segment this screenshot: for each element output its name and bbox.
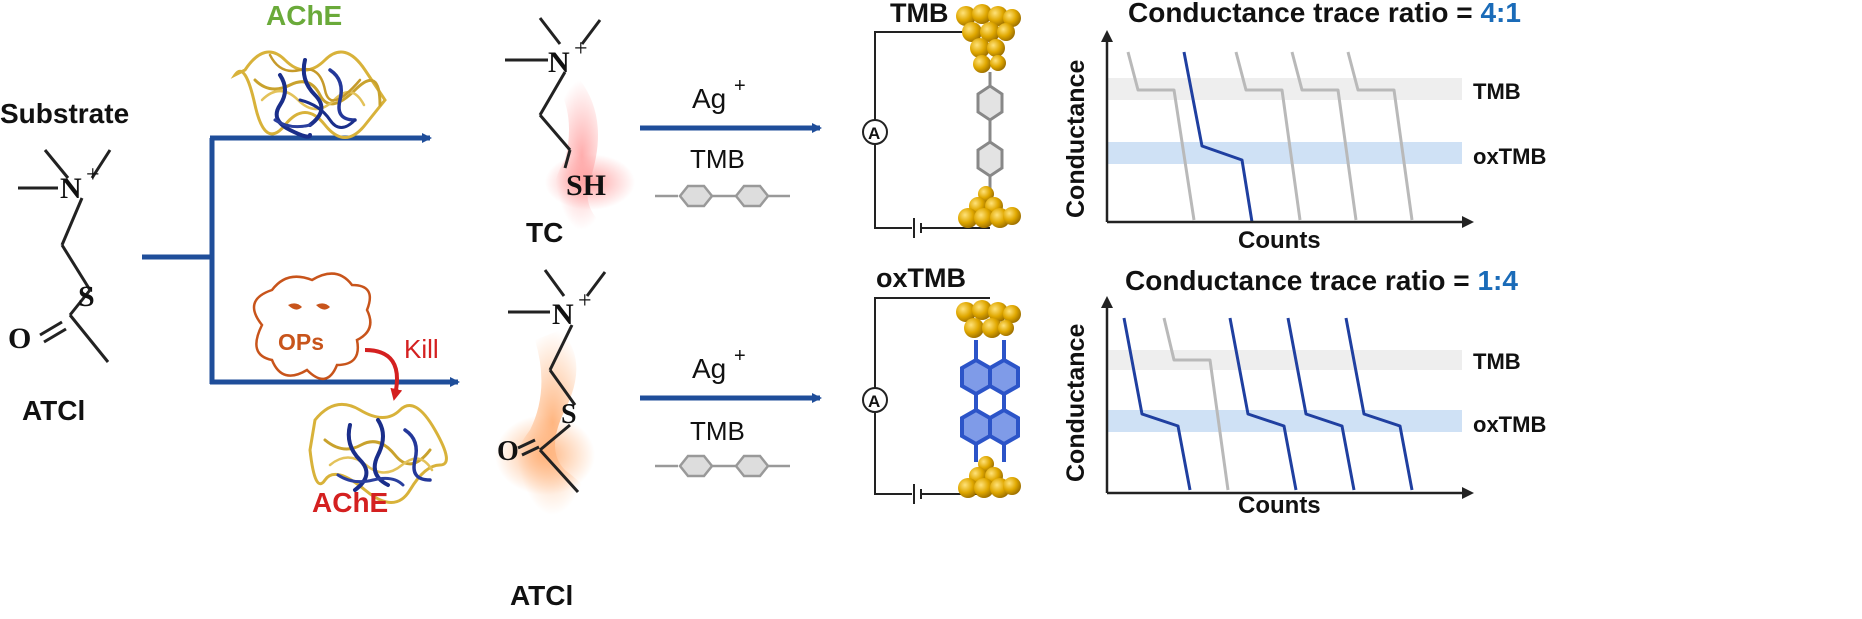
tmb-molecule-junction	[976, 72, 1004, 192]
chart-top-band-oxtmb	[1107, 142, 1462, 164]
chart-bottom-band-label-tmb: TMB	[1473, 349, 1521, 374]
gold-electrode-top-upper	[956, 4, 1021, 73]
kill-arrow	[364, 348, 403, 401]
chart-top-title: Conductance trace ratio = 4:1	[1128, 0, 1521, 28]
chart-bottom-title-prefix: Conductance trace ratio =	[1125, 265, 1477, 296]
substrate-molecule: Substrate N + S O ATCl	[0, 98, 129, 426]
chart-bottom-ylabel: Conductance	[1062, 324, 1090, 482]
reagent-arrow-top: Ag + TMB	[640, 75, 822, 208]
atcl-product-molecule: N + S O ATCl	[495, 269, 607, 611]
chart-top-band-label-oxtmb: oxTMB	[1473, 144, 1546, 169]
chart-bottom-ratio: 1:4	[1477, 265, 1518, 296]
chart-top-xlabel: Counts	[1238, 227, 1321, 254]
junction-circuit-top: TMB A	[862, 0, 1021, 238]
tc-molecule: N + SH TC	[505, 17, 635, 248]
ops-label: OPs	[278, 329, 324, 355]
substrate-n-atom: N	[60, 172, 82, 205]
tc-sh-group: SH	[566, 169, 606, 202]
atcl-n-atom: N	[552, 298, 574, 331]
tmb-structure-bottom	[655, 454, 790, 478]
atcl-s-atom: S	[561, 399, 577, 430]
chart-bottom-traces	[1122, 317, 1414, 491]
substrate-s-atom: S	[78, 280, 95, 313]
gold-electrode-bottom-lower	[958, 456, 1021, 498]
chart-top-title-prefix: Conductance trace ratio =	[1128, 0, 1480, 28]
ag-top-label: Ag	[692, 83, 726, 114]
ache-protein-top: AChE	[230, 0, 387, 139]
ammeter-top-label: A	[868, 124, 880, 143]
chart-top-band-label-tmb: TMB	[1473, 79, 1521, 104]
kill-label: Kill	[404, 334, 439, 364]
tmb-reagent-top-label: TMB	[690, 144, 745, 174]
tc-label: TC	[526, 217, 563, 248]
substrate-n-charge: +	[86, 162, 100, 188]
reagent-arrow-bottom: Ag + TMB	[640, 345, 822, 478]
tmb-structure-top	[655, 184, 790, 208]
tc-n-charge: +	[574, 36, 588, 62]
ag-bottom-charge: +	[734, 345, 746, 367]
junction-bottom-label: oxTMB	[876, 263, 966, 293]
gold-electrode-top-lower	[958, 186, 1021, 228]
chart-top-ylabel: Conductance	[1062, 60, 1090, 218]
ammeter-bottom-icon	[862, 387, 888, 413]
conductance-chart-top: Conductance trace ratio = 4:1 Conductanc…	[1062, 0, 1546, 254]
junction-top-label: TMB	[890, 0, 948, 28]
atcl-product-label: ATCl	[510, 580, 573, 611]
chart-top-traces	[1126, 51, 1414, 223]
ammeter-top-icon	[862, 119, 888, 145]
chart-bottom-title: Conductance trace ratio = 1:4	[1125, 265, 1518, 296]
chart-bottom-band-label-oxtmb: oxTMB	[1473, 412, 1546, 437]
branch-arrows	[142, 133, 460, 387]
chart-bottom-band-oxtmb	[1107, 410, 1462, 432]
ops-inhibitor: OPs Kill	[252, 272, 439, 401]
ops-ghost-shape	[252, 272, 372, 380]
ag-bottom-label: Ag	[692, 353, 726, 384]
oxtmb-molecule-junction	[960, 340, 1020, 462]
chart-bottom-band-tmb	[1107, 350, 1462, 370]
chart-top-ratio: 4:1	[1480, 0, 1520, 28]
ammeter-bottom-label: A	[868, 392, 880, 411]
tmb-reagent-bottom-label: TMB	[690, 416, 745, 446]
atcl-left-label: ATCl	[22, 395, 85, 426]
conductance-chart-bottom: Conductance trace ratio = 1:4 Conductanc…	[1062, 265, 1546, 519]
ache-bottom-label: AChE	[312, 487, 388, 518]
chart-top-band-tmb	[1107, 78, 1462, 100]
atcl-o-atom: O	[497, 436, 519, 467]
gold-electrode-bottom-upper	[956, 300, 1021, 338]
tc-n-atom: N	[548, 46, 570, 79]
substrate-o-atom: O	[8, 322, 31, 355]
chart-bottom-xlabel: Counts	[1238, 492, 1321, 519]
atcl-n-charge: +	[578, 288, 592, 314]
ag-top-charge: +	[734, 75, 746, 97]
ache-top-label: AChE	[266, 0, 342, 31]
ache-protein-bottom: AChE	[308, 402, 448, 518]
junction-circuit-bottom: oxTMB A	[862, 263, 1021, 504]
substrate-label: Substrate	[0, 98, 129, 129]
